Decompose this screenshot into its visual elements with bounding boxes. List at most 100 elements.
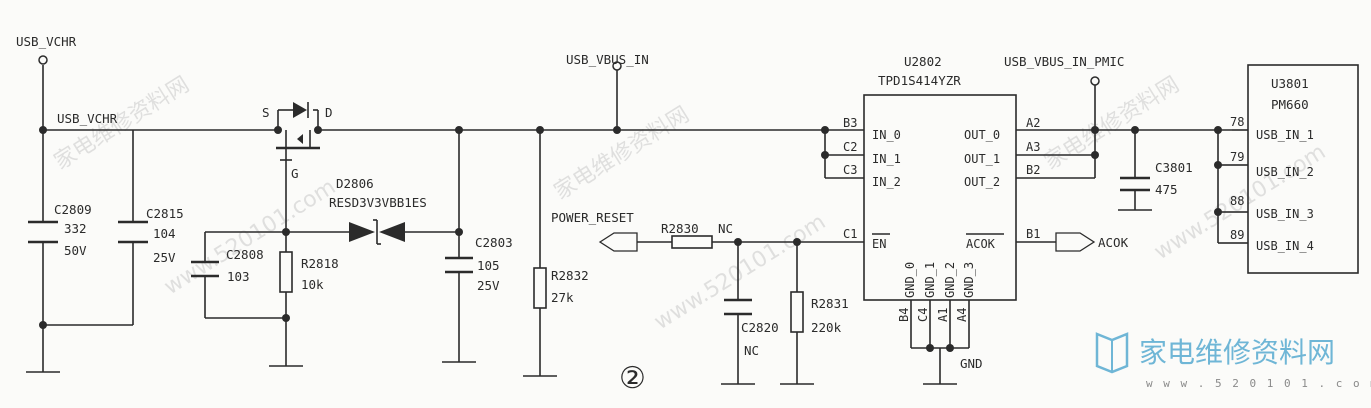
ic-u2802-body [863,94,1017,301]
u3801-pin-num: 89 [1230,228,1244,242]
r2818-ref: R2818 [301,256,339,271]
u2802-pin-name: IN_2 [872,175,901,189]
u2802-ref: U2802 [904,54,942,69]
mosfet-arrow-icon [297,134,303,144]
u2802-pin-num: B2 [1026,163,1040,177]
c2820-ref: C2820 [741,320,779,335]
u2802-gnd-pin-num: C4 [916,308,930,322]
c2809-rating: 50V [64,243,87,258]
u2802-pin-num: C2 [843,140,857,154]
u2802-pin-num: A3 [1026,140,1040,154]
book-icon [1095,332,1129,374]
power-reset-connector [598,232,638,252]
c2809-ref: C2809 [54,202,92,217]
net-label-power-reset: POWER_RESET [551,210,634,225]
u2802-pin-name: OUT_1 [964,152,1000,166]
u2802-pin-num: A2 [1026,116,1040,130]
mosfet-pin-s: S [262,105,270,120]
u3801-pin-stubs [1232,129,1248,244]
c2808-value: 103 [227,269,250,284]
watermark: 家电维修资料网 www.520101.com 家电维修资料网 www.52010… [50,72,1330,335]
tvs-diode-d2806 [349,219,405,245]
u3801-pin-name: USB_IN_3 [1256,207,1314,221]
c2803-ref: C2803 [475,235,513,250]
u3801-pin-name: USB_IN_1 [1256,128,1314,142]
net-label-acok: ACOK [1098,235,1129,250]
c3801-ref: C3801 [1155,160,1193,175]
u3801-pin-name: USB_IN_2 [1256,165,1314,179]
d2806-ref: D2806 [336,176,374,191]
u2802-pin-name: ACOK [966,237,996,251]
net-label-usb-vchr-rail: USB_VCHR [57,111,118,126]
resistor-r2832 [533,267,547,309]
c2815-ref: C2815 [146,206,184,221]
labels: USB_VCHR USB_VCHR USB_VBUS_IN USB_VBUS_I… [16,34,1314,396]
ic-u3801-body [1247,64,1359,274]
u3801-pin-num: 78 [1230,115,1244,129]
resistor-r2831 [790,291,804,333]
u2802-pin-num: B1 [1026,227,1040,241]
resistor-r2830 [671,235,713,249]
mosfet-pin-g: G [291,166,299,181]
u2802-gnd-pin-name: GND_2 [943,262,957,298]
capacitor-c2803 [445,256,473,274]
resistors [279,235,804,333]
net-label-gnd: GND [960,356,983,371]
junction-dots [39,126,1222,352]
logo-url: w w w . 5 2 0 1 0 1 . c o m [1146,377,1371,390]
c2815-value: 104 [153,226,176,241]
c2808-ref: C2808 [226,247,264,262]
u2802-pin-name: EN [872,237,886,251]
net-terminal [38,55,48,65]
capacitor-c2808 [191,260,219,278]
site-logo: 家电维修资料网 w w w . 5 2 0 1 0 1 . c o m [1095,332,1371,390]
c2809-value: 332 [64,221,87,236]
net-label-usb-vchr-top: USB_VCHR [16,34,77,49]
u2802-pin-name: OUT_2 [964,175,1000,189]
capacitor-c3801 [1120,176,1150,192]
body-diode-icon [293,102,307,118]
acok-connector [1055,232,1096,252]
logo-text: 家电维修资料网 [1139,336,1335,369]
u3801-pin-num: 79 [1230,150,1244,164]
net-terminal [612,61,622,71]
u3801-pin-num: 88 [1230,194,1244,208]
c2815-rating: 25V [153,250,176,265]
r2831-value: 220k [811,320,842,335]
capacitor-c2809 [28,220,58,244]
figure-marker: ② [619,361,646,396]
mosfet-pin-d: D [325,105,333,120]
watermark-cn-2: 家电维修资料网 [550,102,694,205]
tvs-diode-icon [349,222,375,242]
r2831-ref: R2831 [811,296,849,311]
d2806-part: RESD3V3VBB1ES [329,195,427,210]
u2802-gnd-pin-name: GND_0 [903,262,917,298]
net-label-usb-vbus-in: USB_VBUS_IN [566,52,649,67]
u2802-gnd-pin-num: B4 [897,308,911,322]
u2802-gnd-pin-num: A1 [936,308,950,322]
u2802-pin-num: C3 [843,163,857,177]
mosfet-switch [276,102,320,161]
u2802-pin-name: IN_1 [872,152,901,166]
c2820-value: NC [744,343,759,358]
resistor-r2818 [279,251,293,293]
ground-symbols [26,209,1152,385]
c3801-value: 475 [1155,182,1178,197]
c2803-value: 105 [477,258,500,273]
u2802-gnd-pin-name: GND_3 [962,262,976,298]
u3801-ref: U3801 [1271,76,1309,91]
r2830-ref: R2830 [661,221,699,236]
u2802-gnd-pin-num: A4 [955,308,969,322]
u2802-pin-num: C1 [843,227,857,241]
u3801-pin-name: USB_IN_4 [1256,239,1314,253]
u2802-pin-num: B3 [843,116,857,130]
r2818-value: 10k [301,277,324,292]
capacitor-c2815 [118,220,148,244]
capacitor-c2820 [724,298,752,316]
u2802-part: TPD1S414YZR [878,73,961,88]
c2803-rating: 25V [477,278,500,293]
u2802-gnd-pin-name: GND_1 [923,262,937,298]
u3801-part: PM660 [1271,97,1309,112]
u2802-pin-name: IN_0 [872,128,901,142]
